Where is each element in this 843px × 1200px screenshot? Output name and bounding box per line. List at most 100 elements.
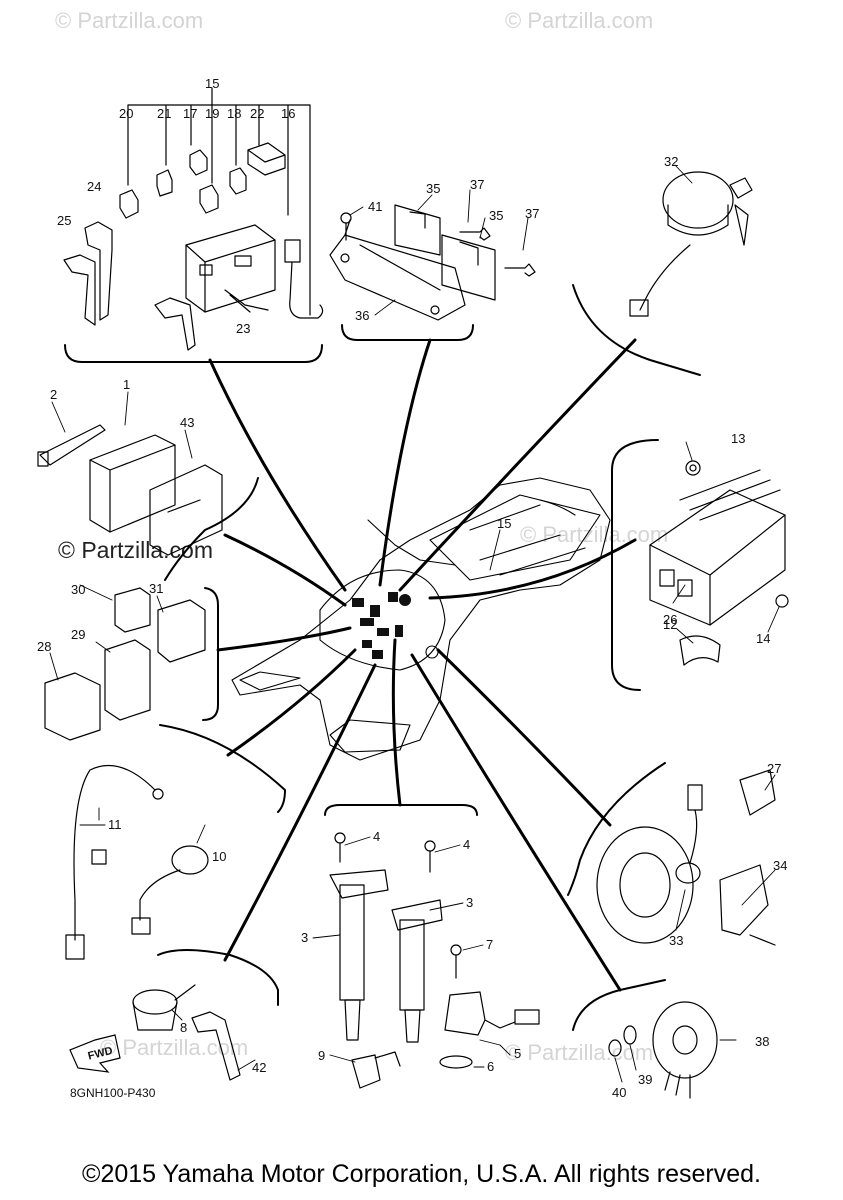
bracket-rectifier [611, 439, 659, 691]
figure-code: 8GNH100-P430 [70, 1086, 156, 1100]
part-rectifier [649, 469, 786, 626]
callout-33: 33 [669, 933, 683, 948]
part-relay-plate [329, 204, 496, 321]
part-band-25 [63, 254, 96, 326]
part-bracket-34 [719, 864, 776, 946]
part-ecu-plate-43 [149, 464, 223, 556]
callout-11: 11 [108, 817, 122, 832]
leader-main-switch [398, 338, 637, 592]
part-o-ring-6 [439, 1055, 473, 1069]
part-coupler-29 [104, 639, 151, 721]
callout-38: 38 [755, 1034, 769, 1049]
callout-35a: 35 [426, 181, 440, 196]
callout-4a: 4 [373, 829, 380, 844]
watermark-top-right: © Partzilla.com [505, 8, 654, 33]
callout-6: 6 [487, 1059, 494, 1074]
callout-14: 14 [756, 631, 770, 646]
callout-39: 39 [638, 1072, 652, 1087]
callout-24: 24 [87, 179, 101, 194]
part-fuse-17 [189, 149, 208, 176]
leader-relay-box [208, 358, 347, 592]
part-knock-sensor [131, 845, 209, 935]
bracket-main-switch [572, 284, 701, 376]
callout-25: 25 [57, 213, 71, 228]
bracket-ignition-coils [324, 804, 478, 816]
watermark-center-right: © Partzilla.com [520, 522, 669, 547]
callout-29: 29 [71, 627, 85, 642]
part-bolt-14 [775, 594, 789, 608]
callout-19: 19 [205, 106, 219, 121]
part-fuse-22 [247, 142, 286, 176]
leader-wheel-sensor [436, 648, 612, 827]
callout-7: 7 [486, 937, 493, 952]
callout-leaders [49, 164, 780, 1083]
callout-22: 22 [250, 106, 264, 121]
callout-42: 42 [252, 1060, 266, 1075]
leader-rectifier [428, 538, 637, 600]
part-relay-31 [157, 599, 206, 663]
callout-20: 20 [119, 106, 133, 121]
callout-10: 10 [212, 849, 226, 864]
part-relay-30 [114, 587, 151, 633]
bracket-pressure-sensor [157, 949, 279, 1006]
callout-17: 17 [183, 106, 197, 121]
part-main-switch [629, 171, 753, 317]
bracket-wheel-sensor [567, 762, 666, 896]
bracket-relay-box [64, 344, 323, 363]
callout-28: 28 [37, 639, 51, 654]
part-ignition-coil-1 [329, 869, 389, 1041]
leader-horn [410, 653, 622, 992]
bracket-knock-sensor [159, 724, 286, 813]
leader-pressure-sensor [223, 663, 377, 962]
part-horn [652, 1001, 718, 1099]
callout-4b: 4 [463, 837, 470, 852]
part-nut-40 [608, 1039, 622, 1057]
part-fuse-19 [199, 184, 219, 214]
part-ecu-band-2 [37, 424, 106, 467]
callout-12: 12 [663, 617, 677, 632]
part-band-42 [191, 1011, 241, 1081]
part-clamp-26 [679, 635, 721, 666]
part-bolt-41 [340, 212, 352, 241]
callout-8: 8 [180, 1020, 187, 1035]
callout-36: 36 [355, 308, 369, 323]
part-bolt-7 [450, 944, 462, 979]
callout-3b: 3 [466, 895, 473, 910]
part-pressure-sensor [132, 984, 196, 1031]
callout-13: 13 [731, 431, 745, 446]
part-ignition-coil-2 [391, 899, 443, 1043]
part-lead-11 [65, 764, 164, 960]
callout-31: 31 [149, 581, 163, 596]
part-band-24 [84, 221, 113, 321]
leader-relays [378, 338, 432, 587]
callout-32: 32 [664, 154, 678, 169]
vehicle-outline [231, 477, 611, 761]
callout-2: 2 [50, 387, 57, 402]
callout-30: 30 [71, 582, 85, 597]
callout-labels: 1 2 3 3 4 4 5 6 7 8 9 10 11 12 13 14 15 … [37, 76, 787, 1100]
callout-26: 26 [663, 612, 677, 627]
part-clip-27 [739, 769, 776, 816]
fwd-arrow-icon: FWD [69, 1034, 121, 1073]
callout-35b: 35 [489, 208, 503, 223]
part-sensor-5 [444, 991, 540, 1036]
callout-15b: 15 [497, 516, 511, 531]
callout-15a: 15 [205, 76, 219, 91]
leader-ignition-coils [391, 638, 402, 807]
callout-21: 21 [157, 106, 171, 121]
callout-27: 27 [767, 761, 781, 776]
part-brake-disc [596, 826, 694, 944]
bracket-relays [341, 324, 474, 341]
part-fuse-20 [119, 189, 139, 219]
part-sensor-9 [351, 1051, 401, 1089]
part-bolt-4 [334, 832, 436, 873]
part-coupler-28 [44, 672, 101, 741]
watermark-top-left: © Partzilla.com [55, 8, 204, 33]
callout-43: 43 [180, 415, 194, 430]
part-fuse-18 [229, 167, 247, 195]
callout-9: 9 [318, 1048, 325, 1063]
leader-ecu [223, 533, 347, 607]
callout-37a: 37 [470, 177, 484, 192]
callout-1: 1 [123, 377, 130, 392]
